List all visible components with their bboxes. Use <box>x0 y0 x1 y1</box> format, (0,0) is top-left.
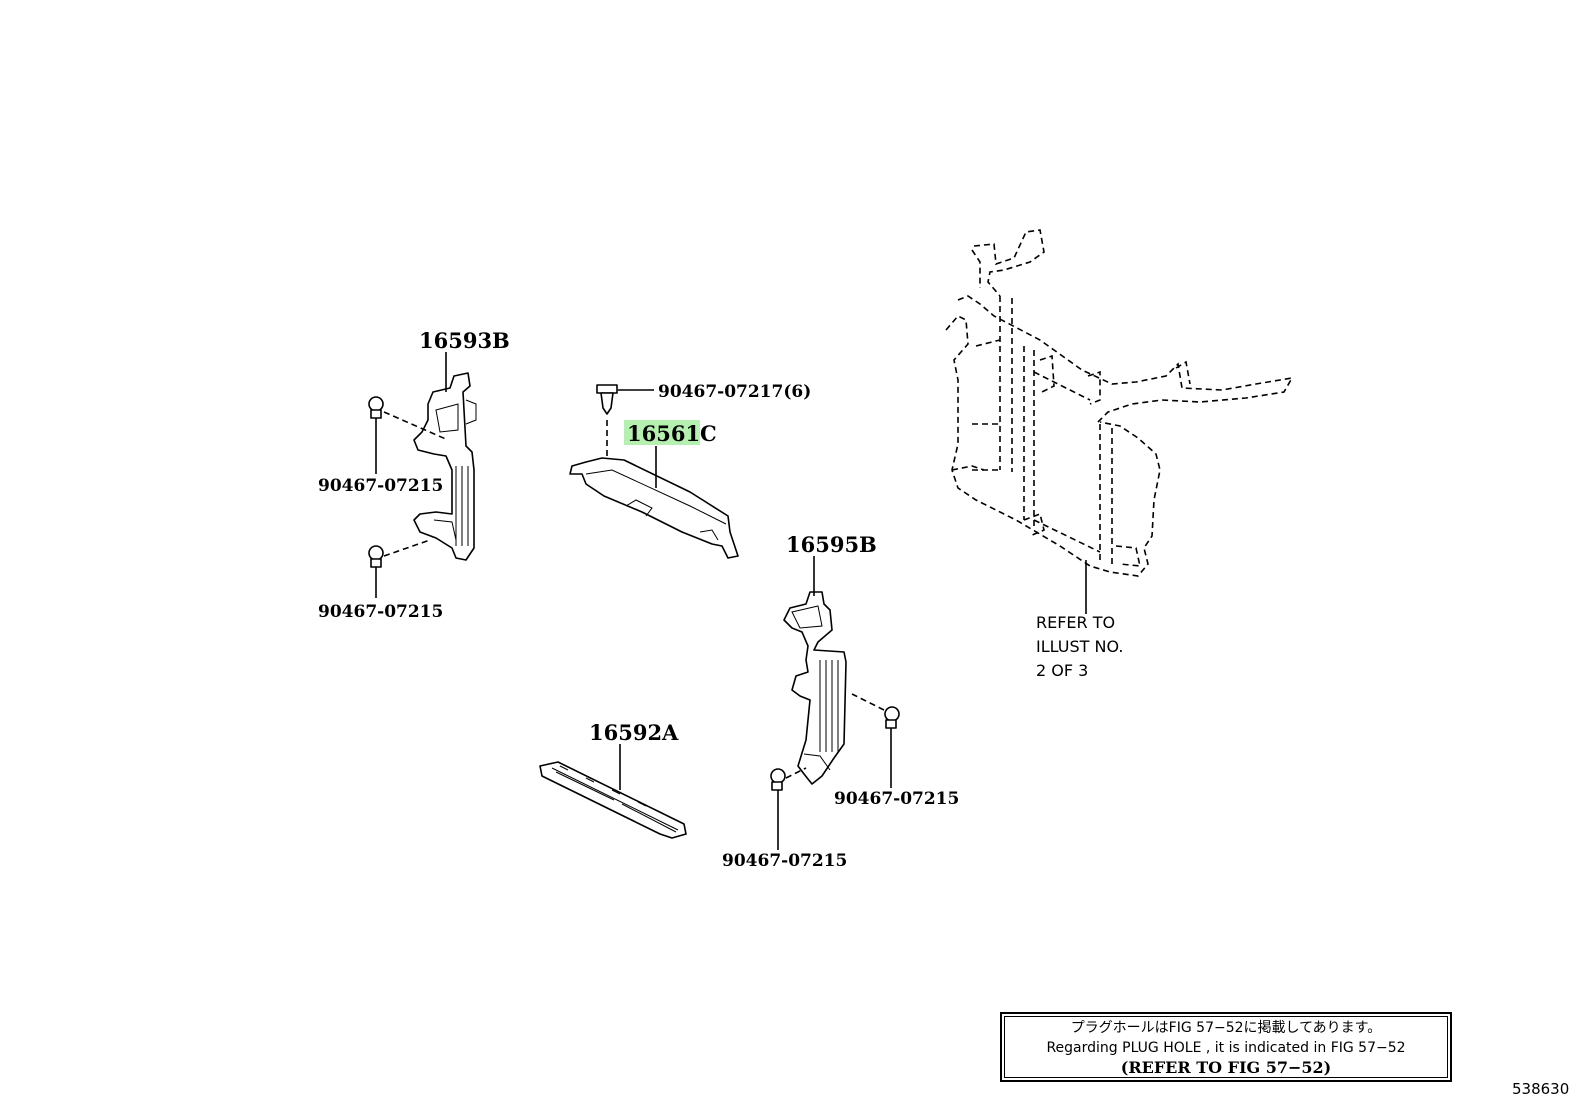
part-label-16592a[interactable]: 16592A <box>589 720 679 745</box>
bolt-label-left-lower[interactable]: 90467-07215 <box>318 602 443 622</box>
note-line-english: Regarding PLUG HOLE , it is indicated in… <box>1046 1040 1406 1056</box>
seal-16595b-drawing <box>783 556 847 785</box>
bolt-label-top[interactable]: 90467-07217(6) <box>658 382 811 402</box>
part-label-16593b[interactable]: 16593B <box>419 328 510 353</box>
refer-line-2: ILLUST NO. <box>1036 637 1123 656</box>
seal-16593b-drawing <box>413 352 477 561</box>
bolt-left-upper-icon <box>368 396 449 474</box>
bolt-right-lower-icon <box>770 767 807 850</box>
refer-line-1: REFER TO <box>1036 613 1115 632</box>
part-label-16561c[interactable]: 16561C <box>627 421 717 446</box>
bolt-left-lower-icon <box>368 539 431 598</box>
part-label-highlight <box>624 420 700 445</box>
seal-16592a-drawing <box>539 744 687 839</box>
refer-line-3: 2 OF 3 <box>1036 661 1088 680</box>
bolt-label-right-upper[interactable]: 90467-07215 <box>834 789 959 809</box>
note-box: プラグホールはFIG 57−52に掲載してあります。 Regarding PLU… <box>1000 1012 1452 1082</box>
clip-top-icon <box>596 384 654 460</box>
illustration-id: 538630 <box>1512 1080 1570 1098</box>
note-line-japanese: プラグホールはFIG 57−52に掲載してあります。 <box>1070 1020 1382 1036</box>
cover-16561c-drawing <box>569 446 739 559</box>
note-line-refer: (REFER TO FIG 57−52) <box>1120 1058 1332 1077</box>
part-label-16595b[interactable]: 16595B <box>786 532 877 557</box>
bolt-label-left-upper[interactable]: 90467-07215 <box>318 476 443 496</box>
bolt-right-upper-icon <box>851 693 900 788</box>
bolt-label-right-lower[interactable]: 90467-07215 <box>722 851 847 871</box>
radiator-support-reference-drawing <box>945 229 1294 614</box>
